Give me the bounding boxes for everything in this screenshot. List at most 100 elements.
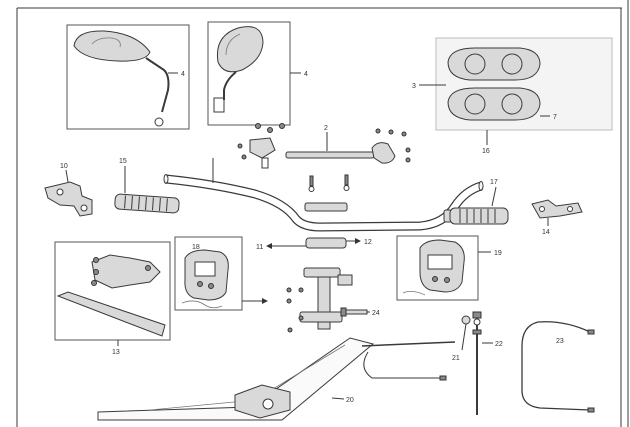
throttle-screw-5 <box>405 157 411 163</box>
cable-right-end-top <box>587 329 595 335</box>
lever-switch-body <box>91 254 161 289</box>
callout-bracket-left: 10 <box>60 163 68 170</box>
switch-left-button-1 <box>197 281 203 287</box>
callout-grip-left: 15 <box>119 158 127 165</box>
meter-upper-dial-left <box>464 53 486 75</box>
callout-bolt: 24 <box>372 310 380 317</box>
callout-meter-bottom: 16 <box>482 148 490 155</box>
triple-clamp-leader <box>331 397 345 400</box>
knob-group: 21 <box>452 315 471 362</box>
switch-left-button-2 <box>208 283 214 289</box>
callout-mirror-right: 4 <box>304 71 308 78</box>
handlebar-group <box>163 158 484 232</box>
upper-clamp-washer-2 <box>267 127 273 133</box>
page-frame <box>16 0 629 427</box>
grip-left-rib-6 <box>158 197 161 211</box>
upper-clamp-body <box>249 137 276 159</box>
riser-left-arrow-head <box>266 243 272 249</box>
switch-left-group: 18 <box>174 236 268 311</box>
bracket-left <box>44 181 93 217</box>
riser-mid-plate <box>303 267 341 278</box>
bar-clamp-bolt-right <box>344 174 349 186</box>
lever-screw-1 <box>93 257 99 263</box>
switch-right-wire <box>402 291 426 296</box>
switch-right-panel <box>427 254 453 270</box>
callout-mirror-left: 4 <box>181 71 185 78</box>
cable-lower-group <box>361 341 456 381</box>
bar-clamp-washer-right <box>343 185 350 191</box>
callout-bracket-right: 14 <box>542 229 550 236</box>
riser-right-arrow-head <box>355 238 361 244</box>
callout-throttle-tube: 2 <box>324 125 328 132</box>
handlebar-end-right <box>478 181 484 191</box>
callout-triple-clamp: 20 <box>346 397 354 404</box>
bracket-right-hole-1 <box>539 206 545 212</box>
meter-lower-housing <box>447 87 541 121</box>
upper-clamp-washer-4 <box>237 143 243 149</box>
triple-clamp-hole <box>262 398 274 410</box>
grip-left-group: 15 <box>114 158 180 214</box>
rod-washer <box>473 318 481 326</box>
callout-riser-right: 12 <box>364 239 372 246</box>
meter-upper-housing <box>447 47 541 81</box>
grip-left-body <box>114 193 180 214</box>
mirror-left-stem <box>145 57 170 113</box>
bracket-left-hole-1 <box>56 188 64 196</box>
cable-lower-outer <box>361 341 456 347</box>
riser-bolt-4 <box>298 315 304 321</box>
callout-cable: 23 <box>556 338 564 345</box>
upper-clamp-washer-3 <box>279 123 285 129</box>
mirror-left-box <box>66 24 190 130</box>
grip-right-leader <box>491 186 497 207</box>
bar-clamp-cap <box>304 202 348 212</box>
riser-bottom-clamp <box>299 311 343 323</box>
bracket-right-group: 14 <box>531 199 583 236</box>
mirror-left-glass <box>73 30 151 62</box>
handlebar-tube-fill <box>165 175 483 231</box>
lever-box <box>54 241 171 341</box>
cable-right-loop <box>521 321 591 411</box>
callout-meter-right: 7 <box>553 114 557 121</box>
riser-bolt-1 <box>286 287 292 293</box>
callout-riser-left: 11 <box>256 244 263 251</box>
bolt-shank <box>344 309 368 315</box>
grip-left-rib-3 <box>138 196 140 210</box>
rod-group: 22 <box>472 311 503 415</box>
upper-clamp-hardware <box>237 123 285 169</box>
mirror-right-highlight <box>225 33 241 56</box>
knob-head <box>461 315 471 325</box>
lever-blade <box>56 291 166 337</box>
rod-nut-mid <box>472 329 482 335</box>
triple-clamp-group: 20 <box>97 337 375 421</box>
switch-right-group: 19 <box>396 235 502 301</box>
riser-bolt-2 <box>298 287 304 293</box>
mirror-right-stem <box>223 71 237 100</box>
switch-right-button-2 <box>444 277 450 283</box>
throttle-screw-4 <box>405 147 411 153</box>
cable-right-end-bottom <box>587 407 595 413</box>
callout-switch-left: 18 <box>192 244 200 251</box>
bracket-left-group: 10 <box>44 163 93 217</box>
switch-right-box <box>396 235 479 301</box>
grip-left-rib-7 <box>165 198 168 212</box>
callout-meter-left: 3 <box>412 83 416 90</box>
bolt-head <box>340 307 347 317</box>
lever-screw-4 <box>145 265 151 271</box>
riser-group: 11 12 <box>256 237 372 333</box>
mirror-left-group: 4 <box>66 24 190 130</box>
switch-right-button-1 <box>432 276 438 282</box>
lever-screw-3 <box>91 280 97 286</box>
knob-stem <box>461 323 467 351</box>
meter-lower-dial-right <box>501 93 523 115</box>
grip-left-rib-4 <box>145 196 147 210</box>
cable-right-group: 23 <box>521 321 595 413</box>
throttle-tube <box>285 151 375 159</box>
bracket-right-hole-2 <box>567 206 573 212</box>
mirror-right-bracket <box>213 97 225 113</box>
bar-clamp-washer-left <box>308 186 315 192</box>
callout-lever-group: 13 <box>112 349 120 356</box>
callout-switch-right: 19 <box>494 250 502 257</box>
callout-rod: 22 <box>495 341 503 348</box>
mirror-left-highlight <box>91 37 121 48</box>
